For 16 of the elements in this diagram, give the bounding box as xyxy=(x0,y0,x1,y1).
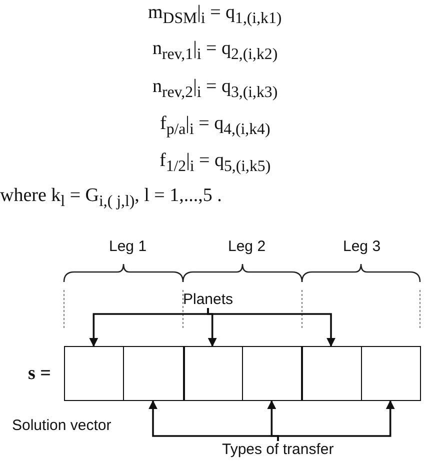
equation-note: where k$_{l}$ = G$_{i,( j,l)}$, l = 1,...,5 . xyxy=(0,185,222,211)
vector-symbol: s = xyxy=(28,363,51,385)
arrow xyxy=(207,308,336,347)
leg-label: Leg 2 xyxy=(228,238,266,255)
arrow xyxy=(277,400,395,441)
caption-text: Solution vector xyxy=(12,417,112,434)
text-label: Planets xyxy=(183,291,234,308)
leg-label: Leg 3 xyxy=(343,238,381,255)
text-label: Types of transfer xyxy=(222,441,334,458)
vector-cell xyxy=(301,346,362,401)
leg-label: Leg 1 xyxy=(109,238,147,255)
vector-cell xyxy=(64,346,125,401)
vector-cell xyxy=(182,346,244,401)
vector-cell xyxy=(242,346,303,401)
vector-cell xyxy=(123,346,184,401)
vector-cell xyxy=(360,346,422,401)
